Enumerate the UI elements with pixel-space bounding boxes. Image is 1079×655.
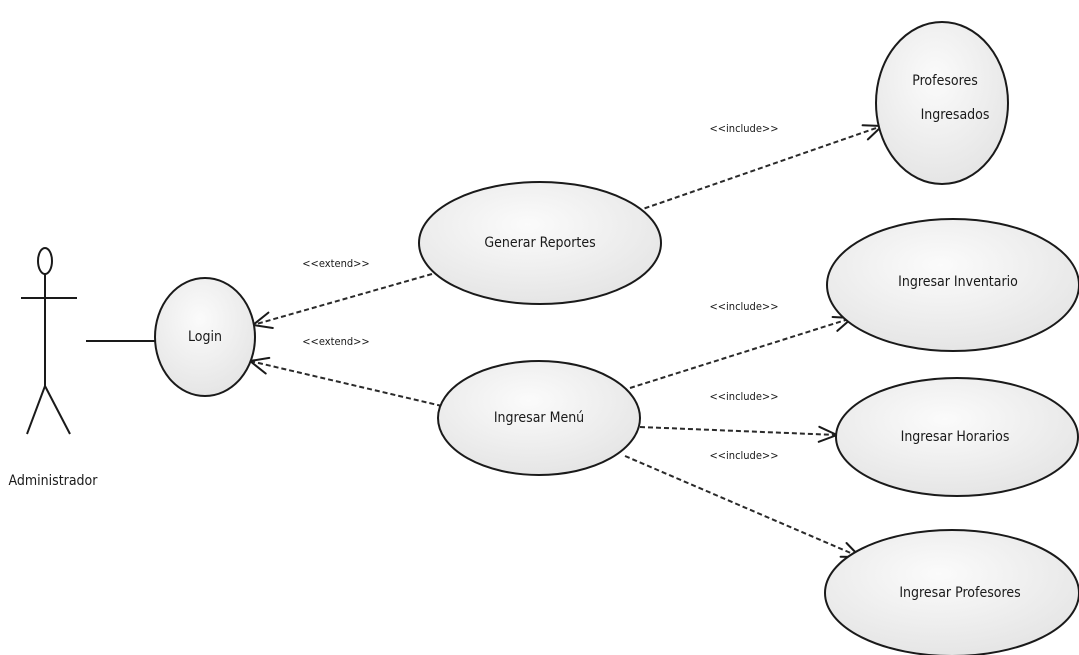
- actor-administrador[interactable]: Administrador: [9, 247, 99, 489]
- include-profesores-ingresados-label: <<include>>: [709, 122, 778, 135]
- use-case-ingresar-inventario-label: Ingresar Inventario: [898, 274, 1018, 290]
- use-case-generar-reportes[interactable]: Generar Reportes: [418, 181, 662, 305]
- include-profesores-relation[interactable]: [624, 455, 861, 558]
- use-case-generar-reportes-label: Generar Reportes: [484, 235, 595, 251]
- use-case-profesores-ingresados-label-line1: Profesores: [912, 73, 978, 89]
- actor-head: [37, 247, 53, 275]
- include-horarios-line: [639, 426, 838, 436]
- use-case-ingresar-profesores[interactable]: Ingresar Profesores: [824, 529, 1079, 655]
- use-case-login[interactable]: Login: [154, 277, 256, 397]
- actor-right-leg: [44, 385, 71, 435]
- actor-name-label: Administrador: [9, 473, 99, 489]
- extend-reportes-line: [252, 273, 433, 326]
- include-horarios-label: <<include>>: [709, 390, 778, 403]
- include-inventario-label: <<include>>: [709, 300, 778, 313]
- include-horarios-relation[interactable]: [639, 425, 838, 443]
- include-inventario-line: [629, 317, 853, 389]
- include-profesores-ingresados-line: [636, 125, 883, 212]
- include-profesores-line: [624, 455, 861, 558]
- extend-menu-label: <<extend>>: [302, 335, 369, 348]
- extend-reportes-label: <<extend>>: [302, 257, 369, 270]
- extend-menu-line: [249, 360, 443, 407]
- use-case-ingresar-profesores-label: Ingresar Profesores: [899, 585, 1020, 601]
- use-case-login-label: Login: [188, 329, 222, 345]
- include-profesores-label: <<include>>: [709, 449, 778, 462]
- extend-reportes-relation[interactable]: [252, 273, 433, 329]
- actor-left-leg: [26, 385, 46, 435]
- use-case-profesores-ingresados-label-line2: Ingresados: [921, 107, 990, 123]
- include-profesores-ingresados-relation[interactable]: [636, 124, 883, 212]
- use-case-ingresar-horarios-label: Ingresar Horarios: [901, 429, 1010, 445]
- extend-menu-relation[interactable]: [249, 356, 443, 407]
- use-case-ingresar-menu-label: Ingresar Menú: [494, 410, 584, 426]
- use-case-ingresar-inventario[interactable]: Ingresar Inventario: [826, 218, 1079, 352]
- use-case-profesores-ingresados[interactable]: Profesores Ingresados: [875, 21, 1009, 185]
- include-inventario-relation[interactable]: [629, 316, 853, 389]
- use-case-ingresar-horarios[interactable]: Ingresar Horarios: [835, 377, 1079, 497]
- use-case-ingresar-menu[interactable]: Ingresar Menú: [437, 360, 641, 476]
